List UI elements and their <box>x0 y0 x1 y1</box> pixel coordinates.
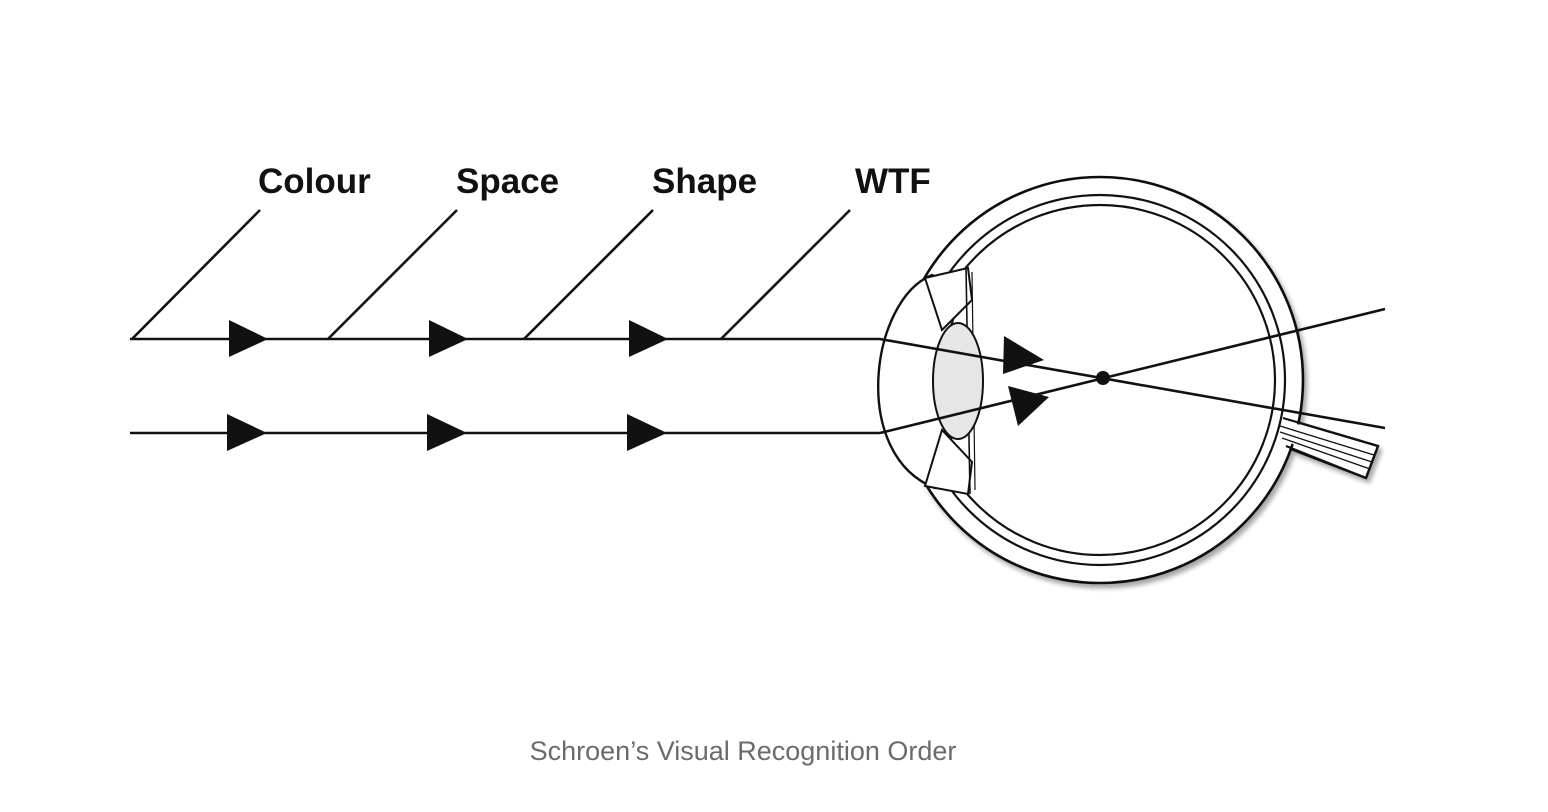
leader-line-wtf <box>720 209 851 340</box>
leader-line-shape <box>523 209 654 340</box>
focal-point <box>1096 371 1110 385</box>
stage-label-colour: Colour <box>258 162 371 201</box>
stage-label-wtf: WTF <box>855 162 931 201</box>
eye-lens <box>932 322 984 440</box>
triangle-arrow-icon <box>427 414 467 451</box>
triangle-arrow-icon <box>629 320 668 357</box>
lower-ray-refracted <box>879 307 1386 435</box>
leader-line-space <box>327 209 458 340</box>
stage-label-space: Space <box>456 162 559 201</box>
eye-cross-section-icon <box>877 175 1380 585</box>
triangle-arrow-icon <box>429 320 468 357</box>
triangle-arrow-icon <box>1003 336 1044 374</box>
arrowheads <box>227 320 1049 451</box>
triangle-arrow-icon <box>229 320 268 357</box>
upper-ray-refracted <box>879 337 1386 430</box>
figure-caption: Schroen’s Visual Recognition Order <box>529 736 957 766</box>
triangle-arrow-icon <box>627 414 667 451</box>
stage-label-shape: Shape <box>652 162 757 201</box>
stage-labels: Colour Space Shape WTF <box>258 162 931 201</box>
eye-iris-lower <box>923 428 974 496</box>
leader-line-colour <box>131 209 261 340</box>
triangle-arrow-icon <box>1008 386 1049 426</box>
label-leader-lines <box>131 209 851 340</box>
triangle-arrow-icon <box>227 414 267 451</box>
